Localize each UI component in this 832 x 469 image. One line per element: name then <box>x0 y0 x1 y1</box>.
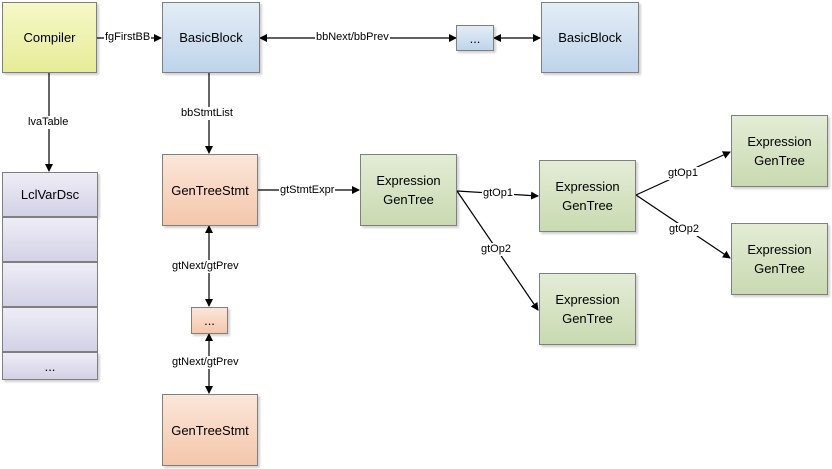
expression-gentree-root-label: Expression GenTree <box>376 173 441 207</box>
gentree-stmt-ellipsis-label: ... <box>204 313 215 328</box>
edge-label-lvatable: lvaTable <box>27 116 70 129</box>
edge-label-bbstmtlist: bbStmtList <box>180 107 234 120</box>
expression-gentree-op1: Expression GenTree <box>539 160 636 232</box>
gentree-stmt-label-2: GenTreeStmt <box>171 422 249 438</box>
basic-block-label-2: BasicBlock <box>558 30 622 45</box>
compiler-label: Compiler <box>23 30 76 45</box>
edge-label-gtop1-a: gtOp1 <box>482 187 514 200</box>
edge-label-fgfirstbb: fgFirstBB <box>104 31 152 44</box>
lcl-var-dsc-header: LclVarDsc <box>2 172 98 217</box>
expression-gentree-op1-op1-label: Expression GenTree <box>747 134 812 168</box>
basic-block-node-1: BasicBlock <box>162 2 260 73</box>
gentree-stmt-label-1: GenTreeStmt <box>171 182 249 198</box>
gentree-stmt-node-1: GenTreeStmt <box>162 154 258 226</box>
basic-block-ellipsis-label: ... <box>469 30 481 46</box>
lcl-var-dsc-ellipsis-row: ... <box>2 352 98 380</box>
basic-block-node-2: BasicBlock <box>541 2 639 73</box>
expression-gentree-op1-op2: Expression GenTree <box>731 223 828 295</box>
expression-gentree-op1-label: Expression GenTree <box>555 179 620 213</box>
lcl-var-dsc-row <box>2 217 98 262</box>
expression-gentree-op1-op1: Expression GenTree <box>731 115 828 187</box>
edge-label-gtop1-b: gtOp1 <box>667 167 699 180</box>
edge-label-gtnext-gtprev-2: gtNext/gtPrev <box>171 356 240 369</box>
lcl-var-dsc-label: LclVarDsc <box>20 187 80 202</box>
edge-label-gtop2-b: gtOp2 <box>668 223 700 236</box>
edge-label-bbnext-bbprev: bbNext/bbPrev <box>315 31 390 44</box>
edge-label-gtnext-gtprev-1: gtNext/gtPrev <box>171 260 240 273</box>
lcl-var-dsc-row <box>2 307 98 352</box>
expression-gentree-op1-op2-label: Expression GenTree <box>747 242 812 276</box>
gentree-stmt-ellipsis-node: ... <box>191 307 228 334</box>
compiler-node: Compiler <box>2 2 97 73</box>
edge-label-gtstmtexpr: gtStmtExpr <box>279 184 336 197</box>
expression-gentree-root: Expression GenTree <box>360 154 457 226</box>
gentree-stmt-node-2: GenTreeStmt <box>162 394 258 466</box>
lcl-var-dsc-ellipsis-label: ... <box>44 358 56 374</box>
expression-gentree-op2: Expression GenTree <box>539 273 636 345</box>
basic-block-ellipsis-node: ... <box>456 25 494 51</box>
expression-gentree-op2-label: Expression GenTree <box>555 292 620 326</box>
lcl-var-dsc-row <box>2 262 98 307</box>
basic-block-label-1: BasicBlock <box>179 30 243 45</box>
edge-label-gtop2-a: gtOp2 <box>480 243 512 256</box>
